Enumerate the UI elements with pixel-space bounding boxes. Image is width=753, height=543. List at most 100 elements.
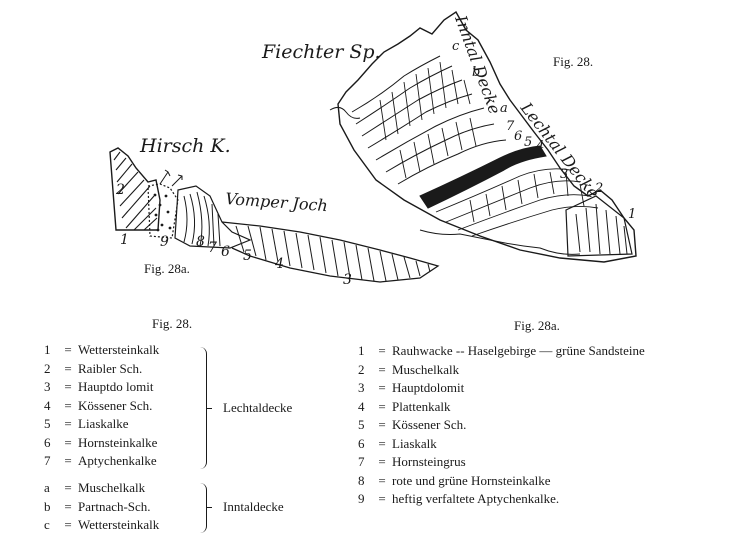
- label-28a-9: 9: [160, 234, 169, 250]
- legend-row: a = Muschelkalk: [44, 479, 159, 498]
- legend-text: Raibler Sch.: [78, 360, 143, 376]
- legend-num: 5: [44, 416, 51, 431]
- section-28: Fiechter Sp. Inntal Decke Lechtal Decke …: [261, 10, 637, 263]
- legend-num: 1: [358, 343, 365, 358]
- label-28a-4: 4: [274, 256, 284, 272]
- legend-28-inntal-list: a = Muschelkalk b = Partnach-Sch. c = Wetterstei…: [44, 479, 159, 535]
- legend-28a-title: Fig. 28a.: [514, 318, 560, 333]
- legend-eq: =: [64, 517, 72, 532]
- label-28-1: 1: [628, 207, 636, 222]
- label-28a-3: 3: [343, 272, 352, 288]
- legend-text: Muschelkalk: [78, 480, 146, 495]
- section-28-upper-bands: [351, 55, 507, 185]
- caption-fig-28-top: Fig. 28.: [553, 54, 593, 69]
- legend-num: a: [44, 480, 50, 495]
- legend-row: 7=Hornsteingrus: [358, 453, 645, 472]
- legend-text: heftig verfaltete Aptychenkalke.: [392, 491, 560, 506]
- legend-num: b: [44, 498, 51, 514]
- legend-text: Hornsteingrus: [392, 454, 466, 469]
- legend-28a-list: 1 = Rauhwacke -- Haselgebirge — grüne Sand…: [358, 342, 645, 509]
- label-28-5: 5: [524, 135, 532, 150]
- section-28-lower-bricks: [435, 168, 599, 237]
- legend-num: 7: [44, 453, 51, 468]
- legend-text: Plattenkalk: [392, 398, 451, 414]
- legend-num: 4: [44, 397, 51, 413]
- legend-eq: =: [64, 453, 72, 468]
- label-28-c: c: [452, 39, 460, 54]
- legend-text: Kössener Sch.: [78, 397, 153, 413]
- legend-eq: =: [378, 398, 386, 414]
- caption-fig-28a: Fig. 28a.: [144, 261, 190, 276]
- section-28a: Hirsch K. Vomper Joch 2 1 9 8 7 6 5 4 3 …: [109, 135, 440, 288]
- legend-text: Aptychenkalke: [78, 453, 157, 468]
- label-28-4: 4: [535, 139, 544, 154]
- legend-num: 6: [358, 435, 365, 451]
- legend-text: Muschelkalk: [392, 361, 460, 377]
- legend-row: 2 = Raibler Sch.: [44, 360, 159, 379]
- label-28a-8: 8: [196, 234, 205, 250]
- legend-row: 3=Hauptdolomit: [358, 379, 645, 398]
- legend-eq: =: [64, 360, 72, 376]
- section-28a-mid-body: [174, 185, 252, 249]
- legend-row: 9 = heftig verfaltete Aptychenkalke.: [358, 490, 645, 509]
- legend-text: Wettersteinkalk: [78, 342, 160, 357]
- legend-eq: =: [378, 380, 386, 395]
- legend-num: 2: [44, 360, 51, 376]
- section-28-outline: [337, 10, 637, 263]
- legend-num: 6: [44, 434, 51, 450]
- legend-row: 4 = Plattenkalk: [358, 398, 645, 417]
- legend-eq: =: [64, 342, 72, 357]
- legend-row: 5 = Kössener Sch.: [358, 416, 645, 435]
- legend-num: 5: [358, 417, 365, 432]
- legend-eq: =: [64, 498, 72, 514]
- label-28a-6: 6: [221, 244, 230, 260]
- legend-text: Wettersteinkalk: [78, 517, 160, 532]
- legend-num: 4: [358, 398, 365, 414]
- legend-eq: =: [64, 480, 72, 495]
- legend-eq: =: [378, 343, 386, 358]
- legend-num: 2: [358, 361, 365, 377]
- legend-row: 5 = Liaskalke: [44, 415, 159, 434]
- legend-text: Hauptdo lomit: [78, 379, 154, 394]
- label-28a-1: 1: [120, 232, 129, 248]
- label-28-b: b: [472, 65, 480, 80]
- legend-text: Liaskalke: [78, 416, 129, 431]
- legend-num: c: [44, 517, 50, 532]
- label-28-6: 6: [514, 129, 522, 144]
- legend-text: Liaskalk: [392, 435, 437, 451]
- legend-text: rote und grüne Hornsteinkalke: [392, 472, 551, 488]
- legend-eq: =: [64, 416, 72, 431]
- legend-eq: =: [378, 454, 386, 469]
- label-hirsch-k: Hirsch K.: [139, 135, 231, 157]
- label-28-3: 3: [560, 167, 568, 182]
- legend-row: 7 = Aptychenkalke: [44, 452, 159, 471]
- legend-text: Kössener Sch.: [392, 417, 467, 432]
- label-vomper-joch: Vomper Joch: [225, 189, 329, 215]
- legend-num: 9: [358, 491, 365, 506]
- legend-row: 6=Hornsteinkalke: [44, 434, 159, 453]
- legend-num: 8: [358, 472, 365, 488]
- legend-eq: =: [378, 417, 386, 432]
- legend-row: b = Partnach-Sch.: [44, 498, 159, 517]
- legend-28-inntal-label: Inntaldecke: [223, 499, 284, 514]
- legend-num: 3: [44, 379, 51, 394]
- label-28-a: a: [500, 101, 508, 116]
- legend-eq: =: [378, 472, 386, 488]
- legend-row: 1 = Rauhwacke -- Haselgebirge — grüne Sand…: [358, 342, 645, 361]
- label-28a-5: 5: [243, 248, 252, 264]
- legend-text: Hauptdolomit: [392, 380, 465, 395]
- section-28a-ridge: [221, 221, 440, 283]
- label-28a-7: 7: [208, 240, 217, 256]
- geological-cross-sections: Hirsch K. Vomper Joch 2 1 9 8 7 6 5 4 3 …: [109, 10, 637, 288]
- section-28a-left-cliff: [109, 147, 161, 231]
- legend-text: Partnach-Sch.: [78, 498, 151, 514]
- label-28a-2: 2: [115, 182, 125, 198]
- legend-eq: =: [378, 491, 386, 506]
- legend-row: 8 = rote und grüne Hornsteinkalke: [358, 472, 645, 491]
- section-28-thrust-band: [419, 145, 547, 209]
- legend-eq: =: [378, 435, 386, 451]
- legend-eq: =: [378, 361, 386, 377]
- legend-text: Rauhwacke -- Haselgebirge — grüne Sandst…: [392, 343, 645, 358]
- label-fiechter-sp: Fiechter Sp.: [261, 41, 381, 63]
